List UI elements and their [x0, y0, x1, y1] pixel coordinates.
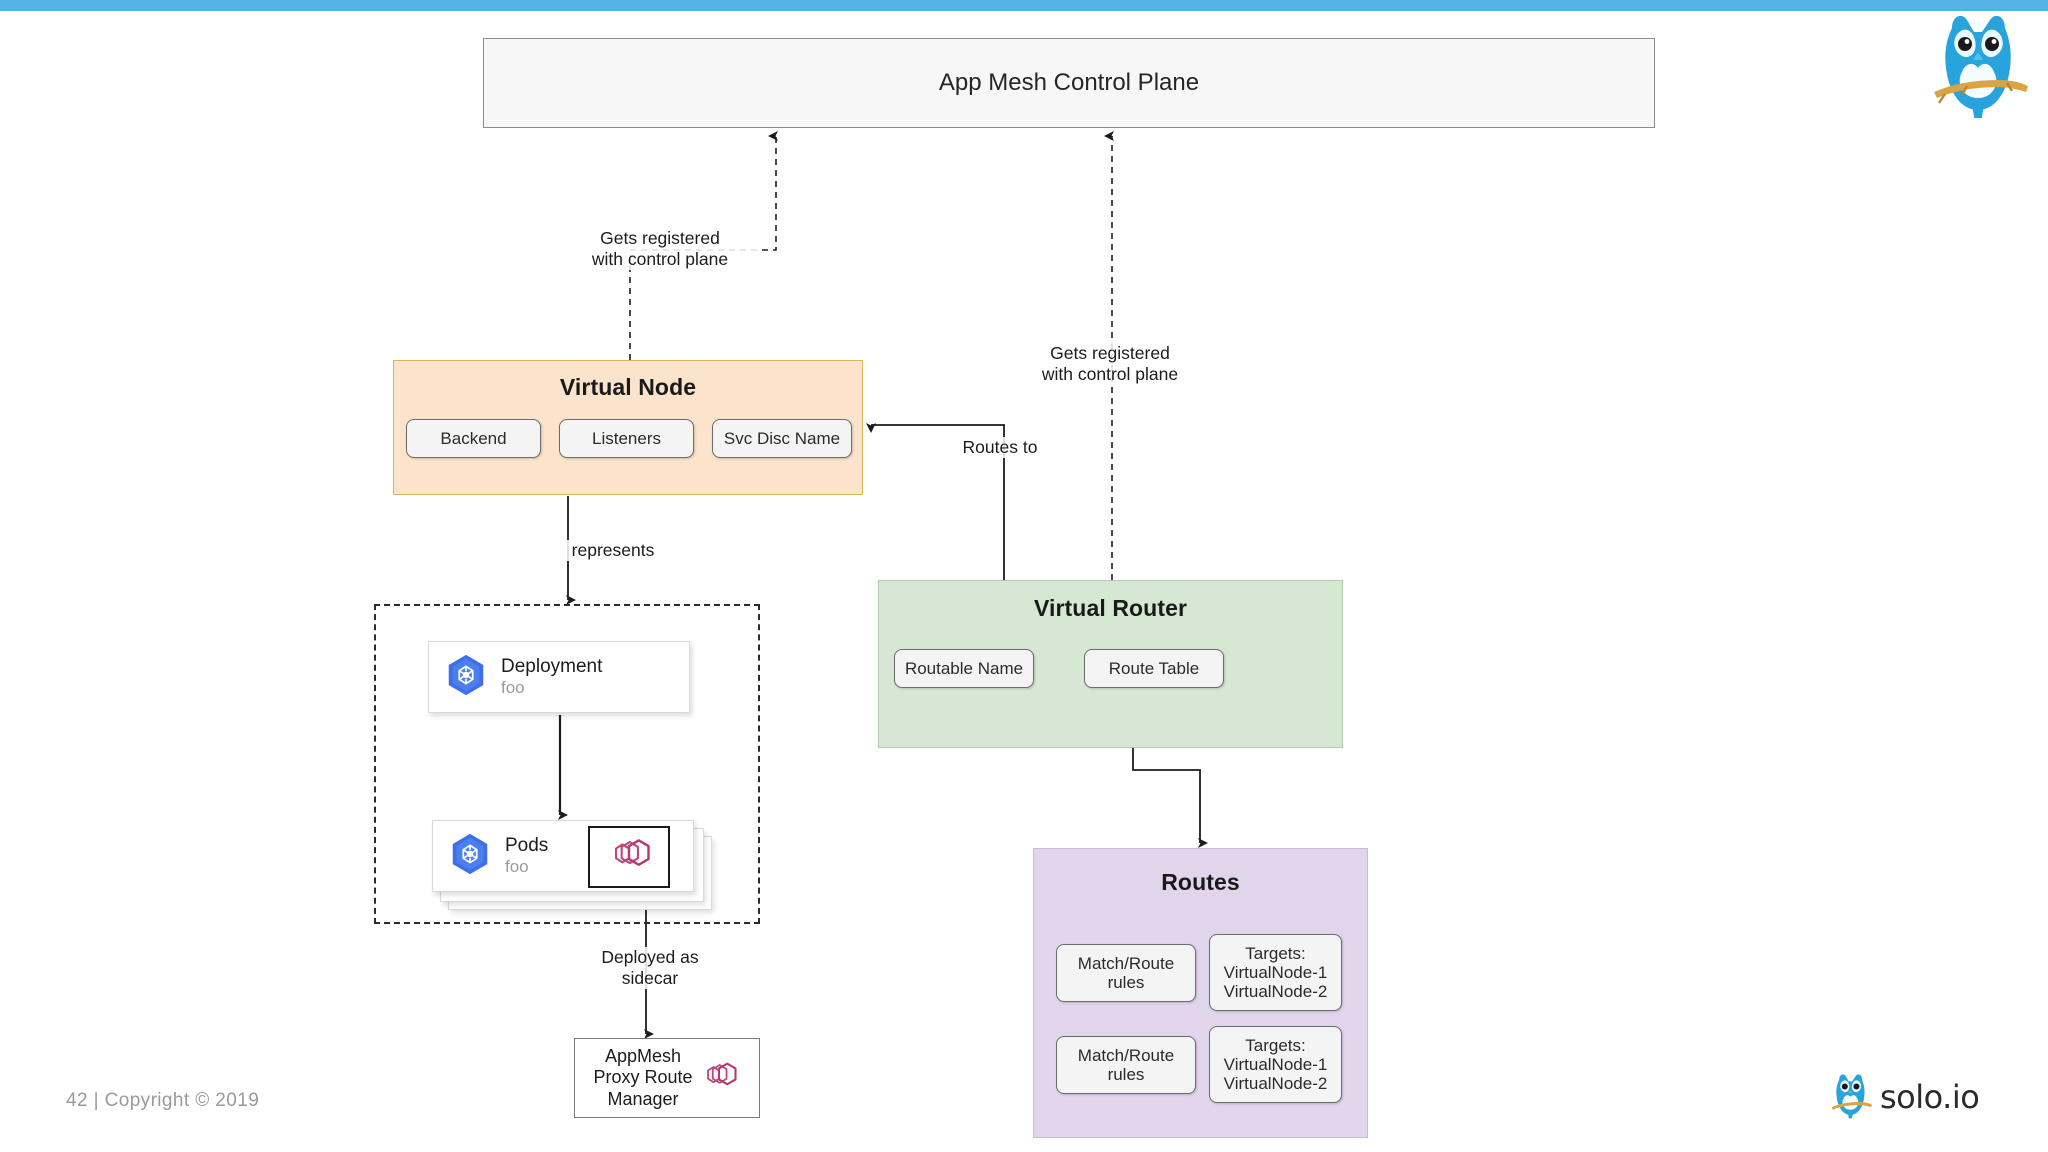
owl-logo-icon: [1912, 6, 2042, 126]
proxy-manager-label: AppMesh Proxy Route Manager: [593, 1045, 693, 1109]
virtual-router-box: Virtual Router Routable Name Route Table: [878, 580, 1343, 748]
chip-match-route-rules[interactable]: Match/Route rules: [1056, 1035, 1196, 1094]
slide-footer-copyright: 42 | Copyright © 2019: [66, 1090, 260, 1111]
chip-targets[interactable]: Targets: VirtualNode-1 VirtualNode-2: [1209, 934, 1342, 1012]
chip-route-table[interactable]: Route Table: [1084, 649, 1224, 689]
envoy-sidecar-badge: [588, 826, 670, 888]
routes-box: Routes Match/Route rules Targets: Virtua…: [1033, 848, 1368, 1138]
kubernetes-icon: [443, 652, 489, 703]
chip-match-route-rules[interactable]: Match/Route rules: [1056, 943, 1196, 1002]
chip-svc-disc-name[interactable]: Svc Disc Name: [712, 419, 852, 459]
envoy-icon: [697, 1058, 741, 1099]
virtual-router-chip-row: Routable Name Route Table: [894, 649, 1224, 689]
deployment-card: Deployment foo: [428, 641, 690, 713]
edge-label-gets-registered-right: Gets registered with control plane: [1010, 343, 1210, 385]
routes-row: Match/Route rules Targets: VirtualNode-1…: [1056, 934, 1351, 1012]
appmesh-proxy-route-manager-box: AppMesh Proxy Route Manager: [574, 1038, 760, 1118]
routes-title: Routes: [1161, 869, 1240, 895]
chip-targets[interactable]: Targets: VirtualNode-1 VirtualNode-2: [1209, 1026, 1342, 1104]
deployment-subtitle: foo: [501, 678, 525, 698]
kubernetes-group-container: [374, 604, 760, 924]
virtual-node-chip-row: Backend Listeners Svc Disc Name: [406, 419, 852, 459]
chip-routable-name[interactable]: Routable Name: [894, 649, 1034, 689]
edge-label-gets-registered-left: Gets registered with control plane: [560, 228, 760, 270]
control-plane-box: App Mesh Control Plane: [483, 38, 1655, 128]
edge-label-routes-to: Routes to: [940, 437, 1060, 458]
edge-label-represents: represents: [528, 540, 698, 561]
virtual-node-title: Virtual Node: [559, 374, 697, 400]
deployment-title: Deployment: [501, 656, 603, 678]
envoy-icon: [603, 835, 655, 880]
pods-subtitle: foo: [505, 857, 529, 877]
control-plane-label: App Mesh Control Plane: [938, 69, 1200, 96]
brand-wordmark: solo.io: [1880, 1078, 1980, 1116]
routes-row: Match/Route rules Targets: VirtualNode-1…: [1056, 1026, 1351, 1104]
top-accent-bar: [0, 0, 2048, 11]
virtual-node-box: Virtual Node Backend Listeners Svc Disc …: [393, 360, 863, 495]
chip-backend[interactable]: Backend: [406, 419, 541, 459]
virtual-router-title: Virtual Router: [1033, 595, 1188, 621]
deployment-text: Deployment foo: [501, 657, 602, 697]
pods-title: Pods: [505, 835, 549, 857]
kubernetes-icon: [447, 831, 493, 882]
footer-owl-logo-icon: [1822, 1068, 1878, 1124]
pods-text: Pods foo: [505, 836, 548, 876]
edge-label-deployed-as-sidecar: Deployed as sidecar: [560, 947, 740, 989]
chip-listeners[interactable]: Listeners: [559, 419, 694, 459]
